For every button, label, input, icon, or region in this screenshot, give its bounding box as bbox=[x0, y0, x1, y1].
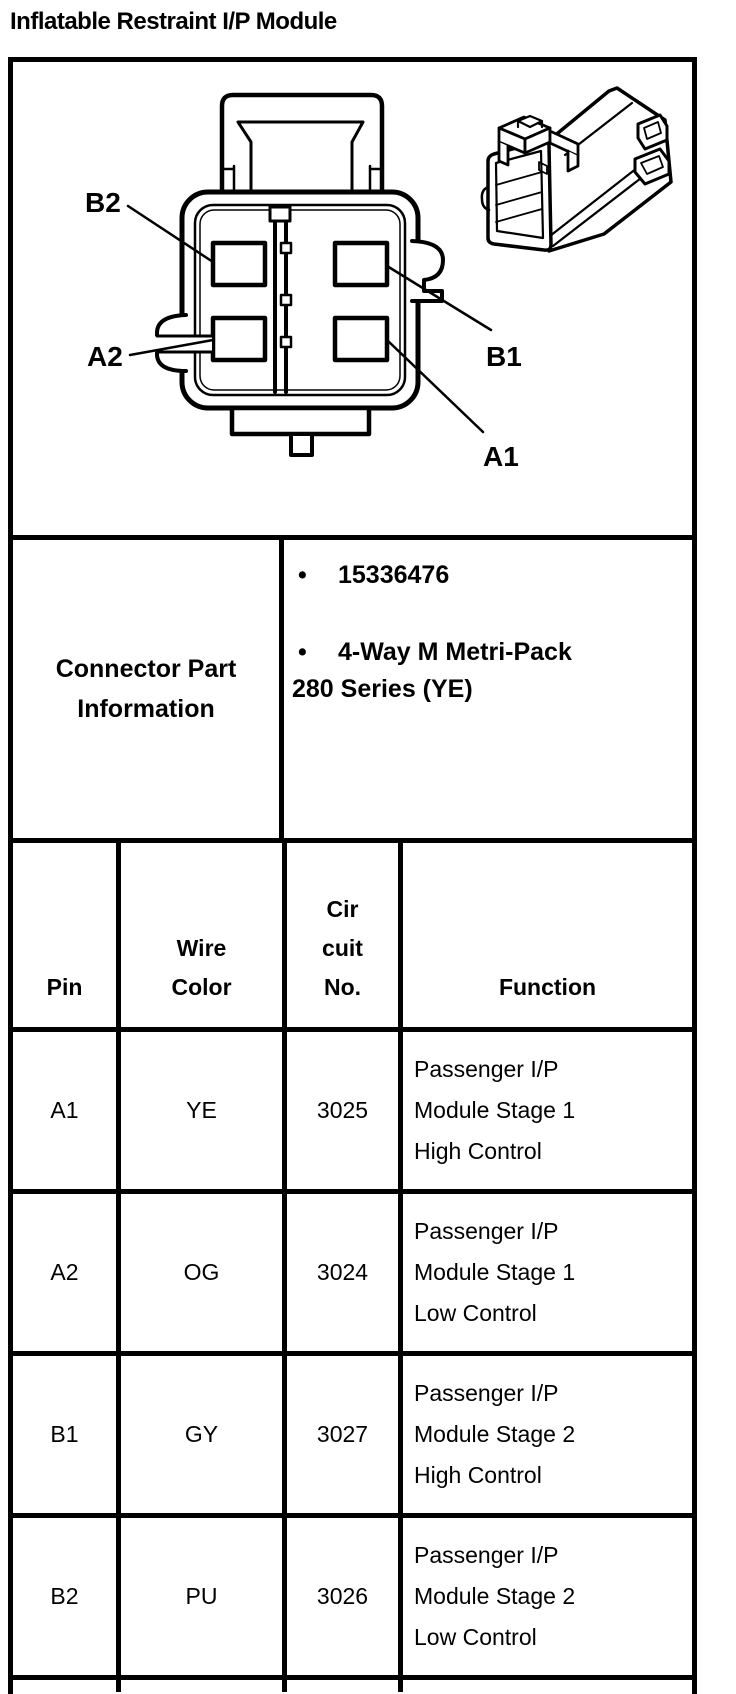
pin-label-a1: A1 bbox=[483, 441, 519, 472]
table-row: A1 YE 3025 Passenger I/P Module Stage 1 … bbox=[13, 1032, 692, 1194]
part-info-values: • 15336476 • 4-Way M Metri-Pack 280 Seri… bbox=[284, 540, 692, 838]
cell-pin: A2 bbox=[13, 1194, 121, 1351]
part-info-section: Connector Part Information • 15336476 • … bbox=[13, 540, 692, 843]
part-number: 15336476 bbox=[338, 561, 450, 589]
cell-function: Passenger I/P Module Stage 2 Low Control bbox=[414, 1542, 576, 1650]
cell-circuit: 3027 bbox=[287, 1356, 403, 1513]
pinout-table-header: Pin Wire Color Cir cuit No. Function bbox=[13, 843, 692, 1032]
part-series-item: • 4-Way M Metri-Pack 280 Series (YE) bbox=[290, 634, 684, 708]
cell-function: Passenger I/P Module Stage 2 High Contro… bbox=[414, 1380, 576, 1488]
cell-pin: B2 bbox=[13, 1518, 121, 1675]
cell-wire-color: OG bbox=[121, 1194, 287, 1351]
header-pin: Pin bbox=[13, 843, 121, 1027]
cell-pin: B1 bbox=[13, 1356, 121, 1513]
cell-wire-color: GY bbox=[121, 1356, 287, 1513]
header-circuit-no: Cir cuit No. bbox=[287, 843, 403, 1027]
pin-label-b2: B2 bbox=[85, 187, 121, 218]
leader-a2 bbox=[128, 338, 215, 357]
part-number-item: • 15336476 bbox=[290, 557, 684, 594]
cavity-a2 bbox=[210, 315, 268, 363]
pin-label-a2: A2 bbox=[87, 341, 123, 372]
cell-circuit: 3025 bbox=[287, 1032, 403, 1189]
cavity-b2 bbox=[210, 240, 268, 288]
connector-diagram-panel: B2 A2 B1 A1 bbox=[13, 62, 692, 540]
bullet-icon: • bbox=[298, 561, 307, 589]
part-series-line1: 4-Way M Metri-Pack bbox=[338, 638, 572, 666]
table-row-cutoff bbox=[13, 1680, 692, 1692]
cell-function: Passenger I/P Module Stage 1 High Contro… bbox=[414, 1056, 576, 1164]
header-function: Function bbox=[498, 974, 597, 1000]
leader-b1 bbox=[385, 264, 493, 332]
part-series-line2: 280 Series (YE) bbox=[292, 675, 473, 703]
cell-pin: A1 bbox=[13, 1032, 121, 1189]
cell-wire-color: PU bbox=[121, 1518, 287, 1675]
leader-b2 bbox=[126, 204, 215, 264]
cell-function: Passenger I/P Module Stage 1 Low Control bbox=[414, 1218, 576, 1326]
leader-a1 bbox=[385, 338, 485, 434]
page-title: Inflatable Restraint I/P Module bbox=[10, 8, 337, 35]
part-info-label: Connector Part Information bbox=[13, 540, 284, 838]
bullet-icon: • bbox=[298, 638, 307, 666]
connector-diagram: B2 A2 B1 A1 bbox=[85, 86, 673, 472]
cell-circuit: 3024 bbox=[287, 1194, 403, 1351]
cavity-b1 bbox=[332, 240, 390, 288]
cell-circuit: 3026 bbox=[287, 1518, 403, 1675]
cavity-a1 bbox=[332, 315, 390, 363]
table-row: B1 GY 3027 Passenger I/P Module Stage 2 … bbox=[13, 1356, 692, 1518]
table-row: B2 PU 3026 Passenger I/P Module Stage 2 … bbox=[13, 1518, 692, 1680]
figure-frame: B2 A2 B1 A1 Connector Part Information •… bbox=[8, 57, 697, 1694]
table-row: A2 OG 3024 Passenger I/P Module Stage 1 … bbox=[13, 1194, 692, 1356]
cell-wire-color: YE bbox=[121, 1032, 287, 1189]
pin-label-b1: B1 bbox=[486, 341, 522, 372]
header-wire-color: Wire Color bbox=[121, 843, 287, 1027]
